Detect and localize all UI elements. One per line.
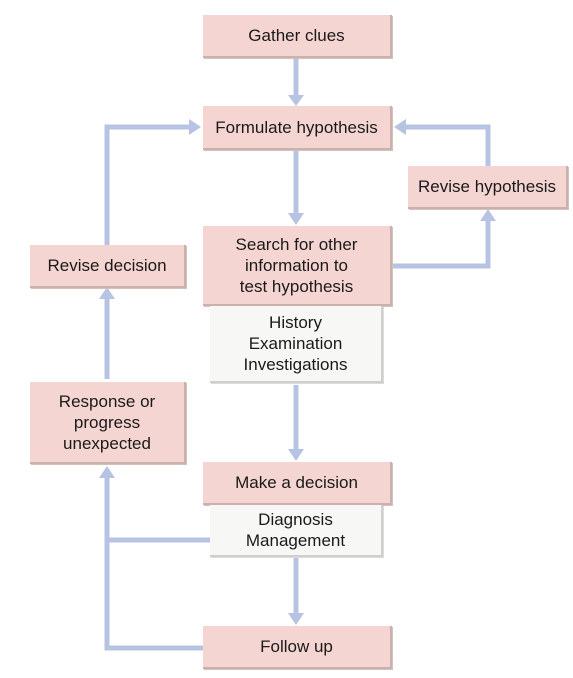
information-sources-box: History Examination Investigations [210,306,383,383]
make-decision-box: Make a decision [203,462,392,505]
sources-line-1: History [269,313,322,332]
response-unexpected-box: Response or progress unexpected [30,382,186,464]
formulate-hypothesis-box: Formulate hypothesis [203,106,392,150]
sources-line-3: Investigations [243,355,348,374]
formulate-hypothesis-label: Formulate hypothesis [215,117,378,137]
search-line-1: Search for other [235,234,358,254]
make-decision-label: Make a decision [235,473,358,492]
revise-decision-box: Revise decision [30,245,186,288]
outcome-line-2: Management [245,531,346,550]
follow-up-label: Follow up [260,637,333,656]
gather-clues-label: Gather clues [248,26,345,45]
search-line-2: information to [245,255,348,275]
decision-outcomes-box: Diagnosis Management [210,505,383,557]
revise-hypothesis-label: Revise hypothesis [418,177,556,196]
sources-line-2: Examination [248,334,343,353]
revise-decision-label: Revise decision [47,256,167,275]
search-information-box: Search for other information to test hyp… [203,226,392,306]
search-line-3: test hypothesis [239,276,354,296]
revise-hypothesis-box: Revise hypothesis [408,166,568,209]
response-line-3: unexpected [63,433,151,453]
response-line-1: Response or [58,391,156,411]
gather-clues-box: Gather clues [203,15,392,58]
follow-up-box: Follow up [203,626,392,669]
response-line-2: progress [73,412,141,432]
outcome-line-1: Diagnosis [258,510,333,529]
